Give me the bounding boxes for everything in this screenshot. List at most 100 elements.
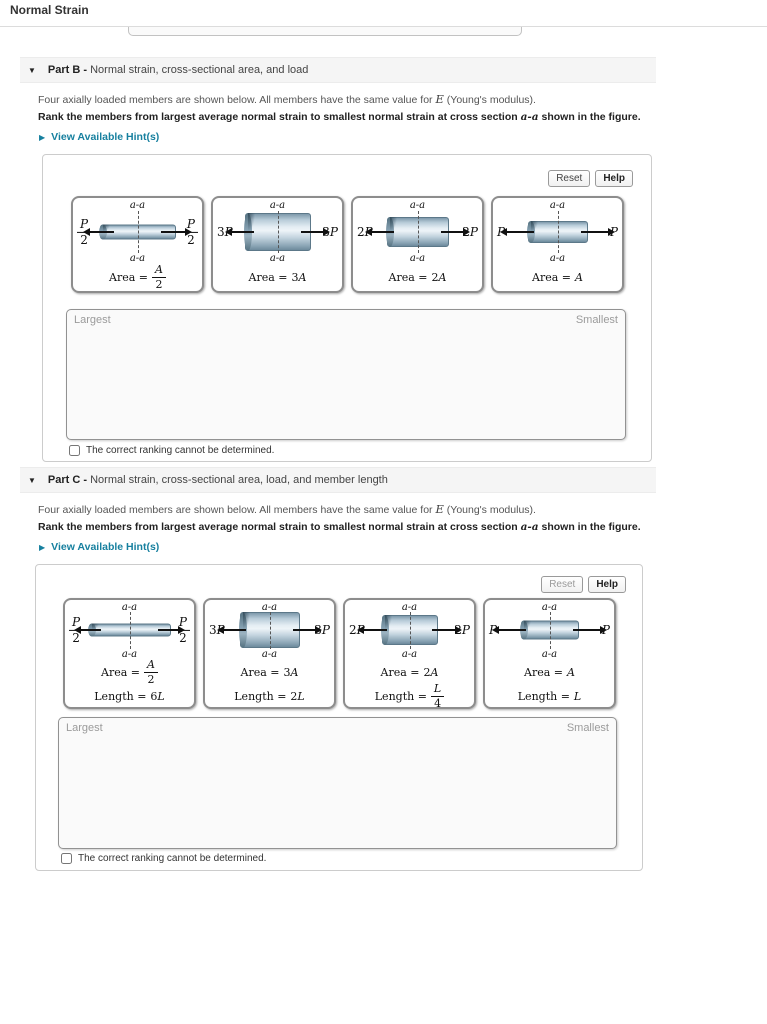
area-label: Area = A bbox=[524, 665, 575, 679]
load-label-right: 2P bbox=[454, 623, 470, 637]
reset-button[interactable]: Reset bbox=[548, 170, 591, 187]
load-arrow-left-icon bbox=[217, 626, 246, 634]
section-label: a-a bbox=[121, 602, 138, 613]
load-label-left: 3P bbox=[217, 225, 233, 239]
cannot-determine-checkbox[interactable] bbox=[61, 853, 72, 864]
load-label-right: 2P bbox=[462, 225, 478, 239]
load-arrow-left-icon bbox=[357, 626, 387, 634]
part-c-header[interactable]: ▼ Part C - Normal strain, cross-sectiona… bbox=[20, 467, 656, 493]
section-cut-line bbox=[549, 612, 551, 649]
section-cut-line bbox=[277, 211, 279, 253]
load-label-right: 3P bbox=[322, 225, 338, 239]
cannot-determine-checkbox[interactable] bbox=[69, 445, 80, 456]
load-arrow-right-icon bbox=[441, 228, 470, 236]
section-cut-line bbox=[269, 612, 271, 649]
section-label: a-a bbox=[401, 602, 418, 613]
load-arrow-right-icon bbox=[161, 228, 192, 236]
load-arrow-left-icon bbox=[492, 626, 526, 634]
help-button[interactable]: Help bbox=[595, 170, 633, 187]
ranking-drop-area[interactable]: Largest Smallest bbox=[58, 717, 617, 849]
part-c-rank-instruction: Rank the members from largest average no… bbox=[38, 521, 641, 533]
load-arrow-right-icon bbox=[573, 626, 607, 634]
ranking-scale-labels: Largest Smallest bbox=[59, 718, 616, 738]
collapse-caret-icon: ▼ bbox=[28, 65, 36, 75]
section-label: a-a bbox=[409, 253, 426, 264]
section-label: a-a bbox=[401, 649, 418, 660]
section-label: a-a bbox=[129, 253, 146, 264]
length-label: Length = L bbox=[517, 689, 582, 703]
load-arrow-left-icon bbox=[500, 228, 534, 236]
load-label-right: P bbox=[601, 623, 610, 637]
help-button[interactable]: Help bbox=[588, 576, 626, 593]
load-label-left: P bbox=[489, 623, 498, 637]
load-arrow-right-icon bbox=[293, 626, 322, 634]
part-b-toolbar: Reset Help bbox=[548, 170, 633, 187]
previous-answer-box-remnant bbox=[128, 27, 522, 36]
section-cut-line bbox=[557, 211, 559, 253]
rank-item-panel-c4[interactable]: a-a P P a-a Area = A Length = L bbox=[483, 598, 616, 709]
cannot-determine-row: The correct ranking cannot be determined… bbox=[69, 445, 274, 456]
section-cut-line bbox=[129, 612, 131, 649]
load-arrow-right-icon bbox=[432, 626, 462, 634]
part-c-title: Part C - Normal strain, cross-sectional … bbox=[47, 474, 388, 486]
part-c-section: ▼ Part C - Normal strain, cross-sectiona… bbox=[20, 467, 656, 871]
load-label-right: 3P bbox=[314, 623, 330, 637]
ranking-scale-labels: Largest Smallest bbox=[67, 310, 625, 330]
collapse-caret-icon: ▼ bbox=[28, 475, 36, 485]
part-b-header[interactable]: ▼ Part B - Normal strain, cross-sectiona… bbox=[20, 57, 656, 83]
section-label: a-a bbox=[261, 602, 278, 613]
load-arrow-left-icon bbox=[365, 228, 394, 236]
rank-item-panel-b4[interactable]: a-a P P a-a Area = A bbox=[491, 196, 624, 293]
section-cut-line bbox=[137, 211, 139, 253]
section-label: a-a bbox=[549, 253, 566, 264]
page-title: Normal Strain bbox=[10, 3, 89, 17]
smallest-label: Smallest bbox=[566, 722, 609, 734]
part-b-intro: Four axially loaded members are shown be… bbox=[38, 92, 536, 106]
section-cut-line bbox=[409, 612, 411, 649]
largest-label: Largest bbox=[66, 722, 103, 734]
ranking-drop-area[interactable]: Largest Smallest bbox=[66, 309, 626, 440]
part-c-intro: Four axially loaded members are shown be… bbox=[38, 502, 536, 516]
load-label-left: 2P bbox=[349, 623, 365, 637]
load-arrow-left-icon bbox=[225, 228, 254, 236]
hint-caret-icon: ▶ bbox=[39, 542, 46, 552]
load-label-right: P bbox=[609, 225, 618, 239]
view-hints-link[interactable]: View Available Hint(s) bbox=[51, 131, 160, 143]
largest-label: Largest bbox=[74, 314, 111, 326]
section-label: a-a bbox=[261, 649, 278, 660]
area-label: Area = A bbox=[532, 270, 583, 284]
hint-caret-icon: ▶ bbox=[39, 132, 46, 142]
cannot-determine-row: The correct ranking cannot be determined… bbox=[61, 853, 266, 864]
load-arrow-right-icon bbox=[581, 228, 615, 236]
section-label: a-a bbox=[269, 253, 286, 264]
smallest-label: Smallest bbox=[575, 314, 618, 326]
section-label: a-a bbox=[541, 649, 558, 660]
view-hints-link[interactable]: View Available Hint(s) bbox=[51, 541, 160, 553]
part-c-hint-row: ▶ View Available Hint(s) bbox=[39, 541, 656, 553]
section-cut-line bbox=[417, 211, 419, 253]
section-label: a-a bbox=[541, 602, 558, 613]
section-label: a-a bbox=[409, 200, 426, 211]
reset-button[interactable]: Reset bbox=[541, 576, 584, 593]
part-b-rank-instruction: Rank the members from largest average no… bbox=[38, 111, 641, 123]
section-label: a-a bbox=[549, 200, 566, 211]
load-label-left: 2P bbox=[357, 225, 373, 239]
